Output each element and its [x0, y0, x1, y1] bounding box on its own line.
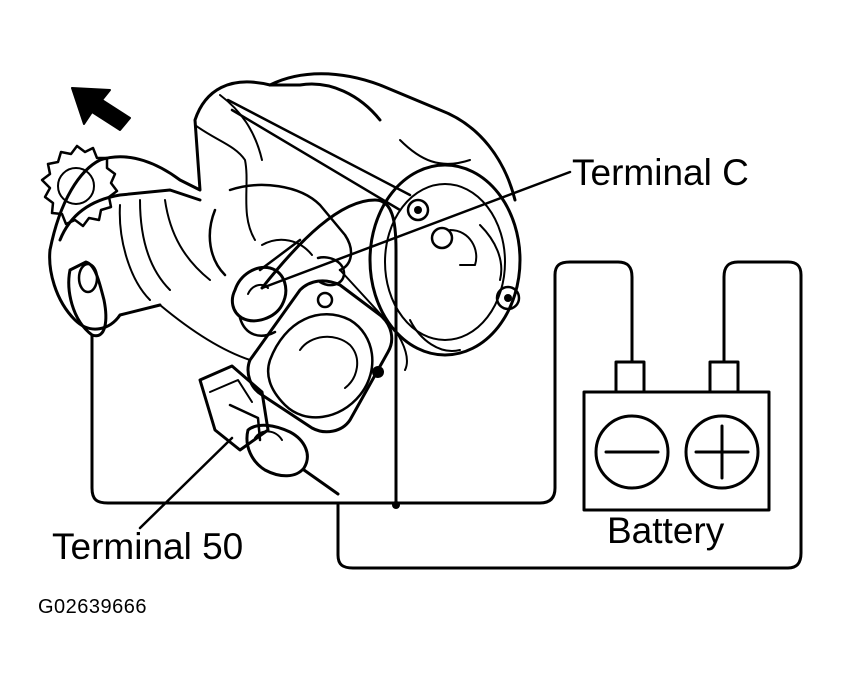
terminal-50-label: Terminal 50 [52, 526, 244, 567]
wiring [90, 198, 803, 570]
figure-code: G02639666 [38, 596, 148, 618]
negative-cable [90, 260, 634, 505]
battery-label: Battery [607, 510, 725, 551]
terminal-50-connector [198, 364, 309, 478]
starter-motor [40, 72, 522, 478]
positive-cable [336, 260, 803, 570]
terminal-50-wire [302, 468, 340, 496]
terminal-c-lead [260, 198, 398, 507]
terminal-c-label: Terminal C [572, 152, 749, 193]
plus-icon [684, 414, 760, 490]
minus-icon [594, 414, 670, 490]
terminal-50-leader [138, 436, 234, 530]
battery [582, 360, 771, 512]
terminal-c-leader [260, 170, 572, 290]
arrow-up-left-icon [71, 87, 131, 131]
